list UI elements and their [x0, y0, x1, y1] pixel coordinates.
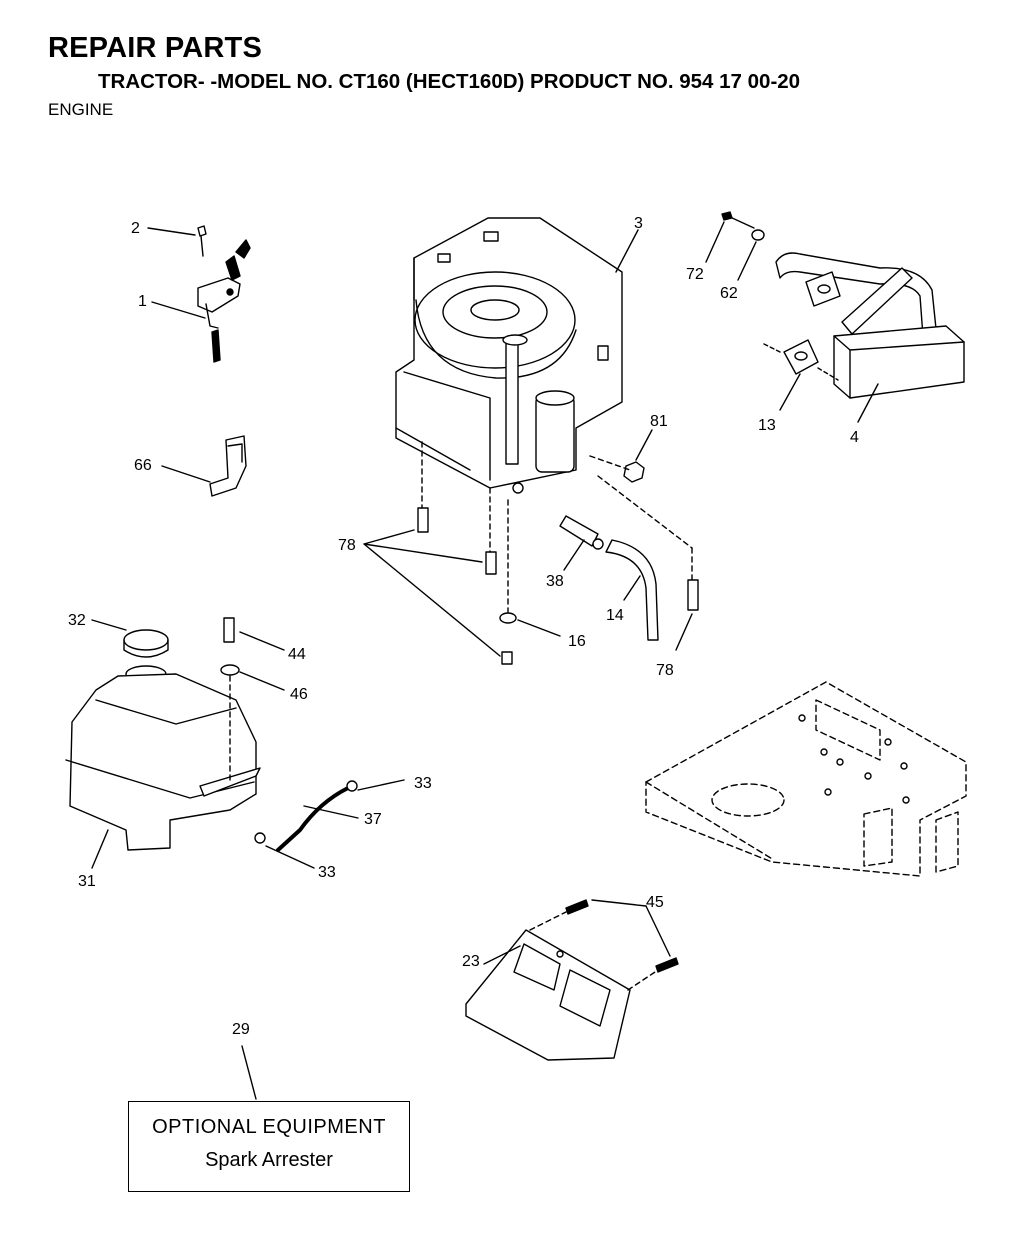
callout-66: 66 — [134, 457, 152, 474]
callout-4: 4 — [850, 429, 859, 446]
callout-13: 13 — [758, 417, 776, 434]
section-label: ENGINE — [48, 100, 114, 119]
callout-78a: 78 — [338, 537, 356, 554]
optional-equipment-heading: OPTIONAL EQUIPMENT — [152, 1116, 386, 1138]
engine — [395, 217, 623, 494]
callout-3: 3 — [634, 215, 643, 232]
callout-72: 72 — [686, 266, 704, 283]
callout-29: 29 — [232, 1021, 250, 1038]
throttle-control — [197, 225, 251, 363]
callout-62: 62 — [720, 285, 738, 302]
callout-37: 37 — [364, 811, 382, 828]
spark-arrester-label: Spark Arrester — [205, 1149, 333, 1171]
callout-33b: 33 — [318, 864, 336, 881]
callout-32: 32 — [68, 612, 86, 629]
frame-holes — [798, 714, 910, 804]
fuel-tank — [65, 629, 261, 851]
model-subtitle: TRACTOR- -MODEL NO. CT160 (HECT160D) PRO… — [98, 70, 801, 93]
callout-78b: 78 — [656, 662, 674, 679]
optional-equipment-box: OPTIONAL EQUIPMENT Spark Arrester — [128, 1101, 410, 1192]
callout-1: 1 — [138, 293, 147, 310]
callout-38: 38 — [546, 573, 564, 590]
muffler — [775, 252, 965, 399]
callout-46: 46 — [290, 686, 308, 703]
callout-labels: 2 1 3 72 62 13 4 81 66 78 38 14 16 78 32… — [68, 215, 859, 1038]
bracket-66 — [209, 435, 247, 497]
callout-45: 45 — [646, 894, 664, 911]
callout-44: 44 — [288, 646, 306, 663]
callout-23: 23 — [462, 953, 480, 970]
callout-14: 14 — [606, 607, 624, 624]
callout-2: 2 — [131, 220, 140, 237]
callout-81: 81 — [650, 413, 668, 430]
callout-31: 31 — [78, 873, 96, 890]
tractor-frame — [645, 681, 967, 877]
page-title: REPAIR PARTS — [48, 32, 263, 64]
callout-33a: 33 — [414, 775, 432, 792]
callout-16: 16 — [568, 633, 586, 650]
shield-plate — [465, 929, 631, 1061]
